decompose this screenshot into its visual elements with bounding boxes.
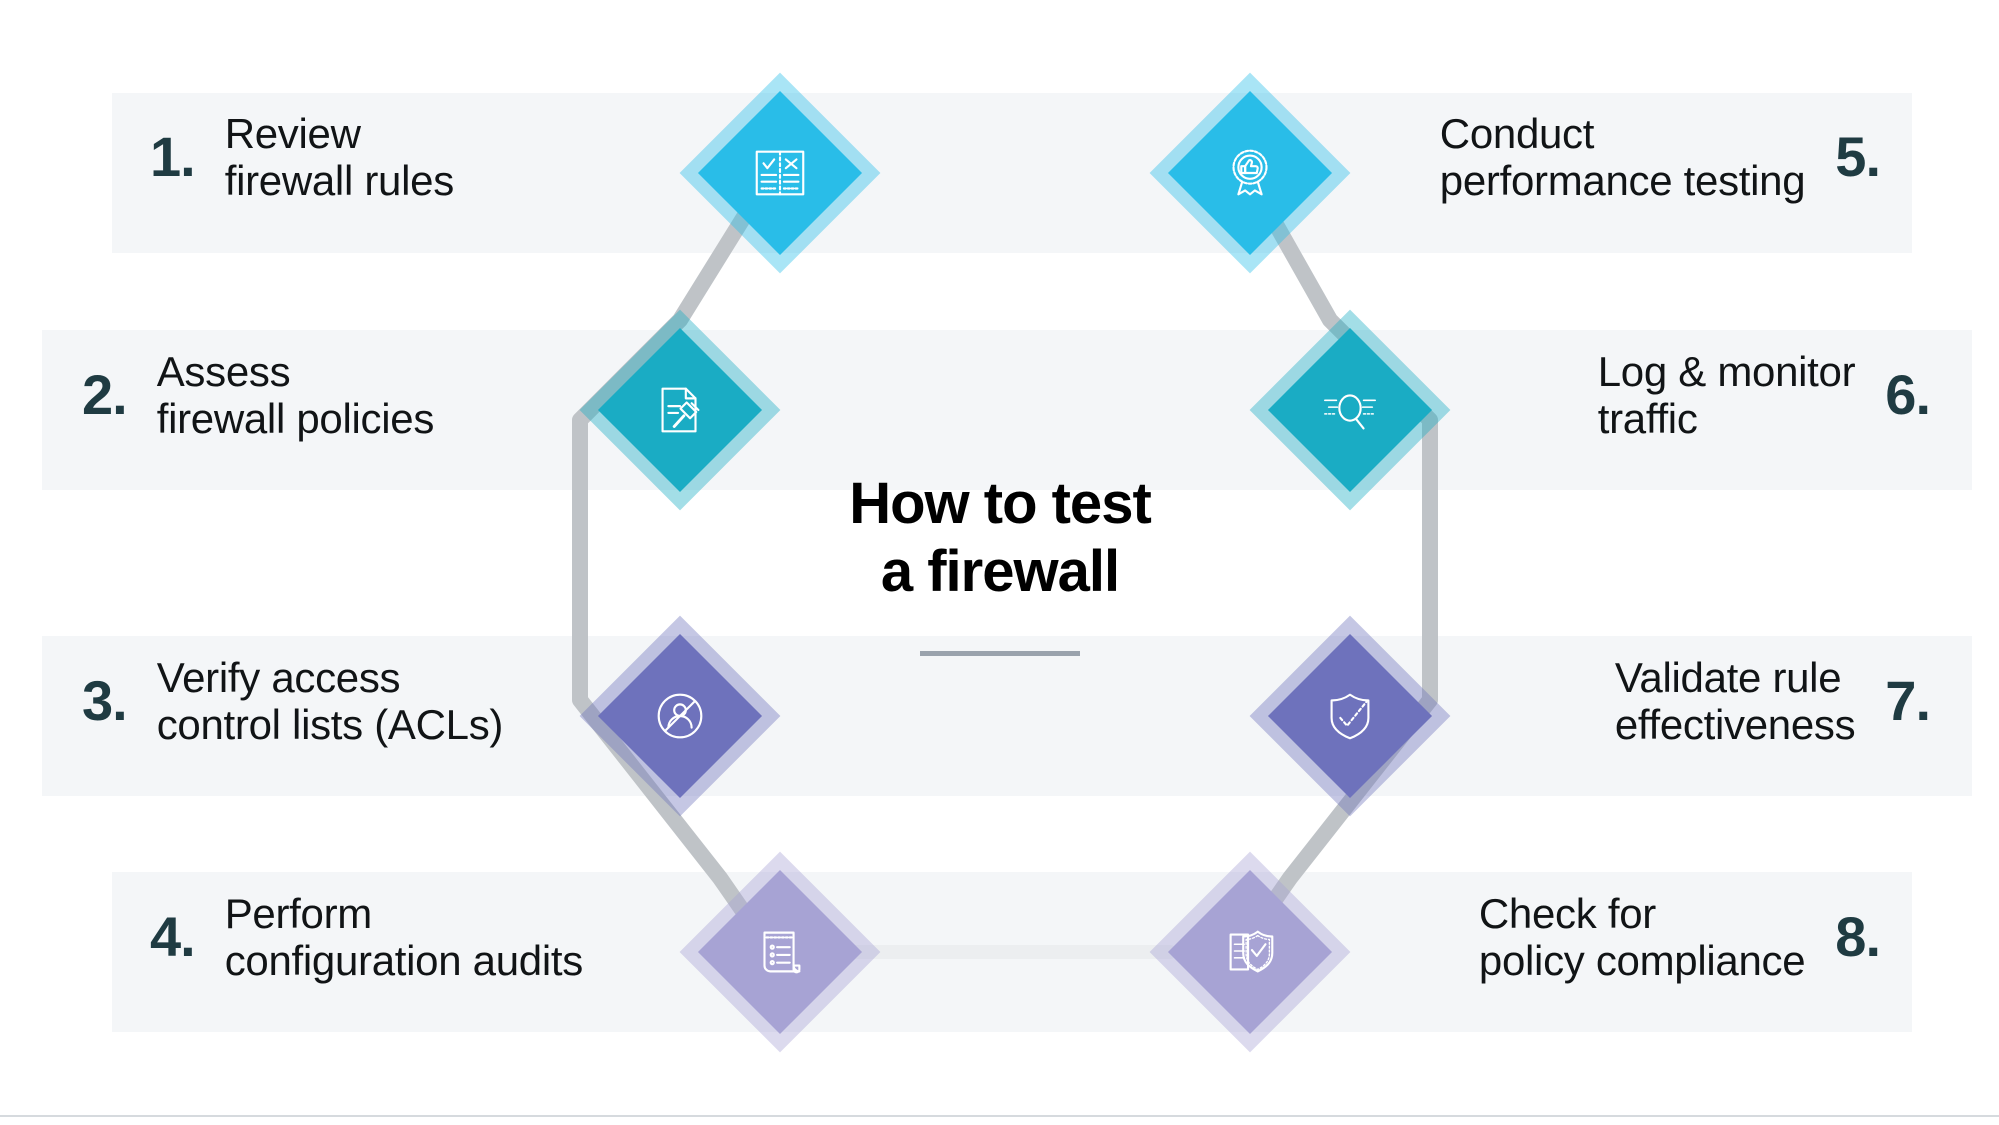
step-number-6: 6. xyxy=(1885,363,1931,427)
step-number-4: 4. xyxy=(150,905,196,969)
step-label-1: Review firewall rules xyxy=(224,110,455,205)
step-number-3: 3. xyxy=(82,669,128,733)
step-text-1: 1. Review firewall rules xyxy=(150,110,790,204)
center-block: How to test a firewall xyxy=(700,470,1300,656)
diamond-core xyxy=(697,869,863,1035)
step-diamond-4[interactable] xyxy=(679,851,881,1053)
step-text-5: Conduct performance testing 5. xyxy=(1360,110,1881,205)
step-label-4: Perform configuration audits xyxy=(224,890,584,985)
step-diamond-8[interactable] xyxy=(1149,851,1351,1053)
step-text-6: Log & monitor traffic 6. xyxy=(1460,348,1931,443)
step-label-6: Log & monitor traffic xyxy=(1597,348,1856,443)
row-band-3 xyxy=(42,636,1972,796)
row-band-2 xyxy=(42,330,1972,490)
diamond-core xyxy=(1167,90,1333,256)
step-text-4: 4. Perform configuration audits xyxy=(150,890,810,984)
title-divider xyxy=(920,650,1080,656)
step-text-2: 2. Assess firewall policies xyxy=(82,348,722,442)
diamond-core xyxy=(597,633,763,799)
step-label-2: Assess firewall policies xyxy=(156,348,435,443)
step-number-5: 5. xyxy=(1835,125,1881,189)
step-diamond-5[interactable] xyxy=(1149,72,1351,274)
diamond-core xyxy=(1267,633,1433,799)
step-label-7: Validate rule effectiveness xyxy=(1614,654,1856,749)
step-text-3: 3. Verify access control lists (ACLs) xyxy=(82,654,742,748)
step-number-8: 8. xyxy=(1835,905,1881,969)
step-number-7: 7. xyxy=(1885,669,1931,733)
step-label-5: Conduct performance testing xyxy=(1439,110,1806,205)
diamond-core xyxy=(597,327,763,493)
diamond-core xyxy=(697,90,863,256)
step-label-8: Check for policy compliance xyxy=(1478,890,1806,985)
step-number-2: 2. xyxy=(82,363,128,427)
bottom-rule xyxy=(0,1115,1999,1117)
step-text-7: Validate rule effectiveness 7. xyxy=(1460,654,1931,749)
diamond-core xyxy=(1267,327,1433,493)
step-diamond-1[interactable] xyxy=(679,72,881,274)
row-band-1 xyxy=(112,93,1912,253)
step-number-1: 1. xyxy=(150,125,196,189)
diamond-core xyxy=(1167,869,1333,1035)
step-label-3: Verify access control lists (ACLs) xyxy=(156,654,504,749)
step-text-8: Check for policy compliance 8. xyxy=(1370,890,1881,985)
page-title: How to test a firewall xyxy=(849,471,1152,605)
